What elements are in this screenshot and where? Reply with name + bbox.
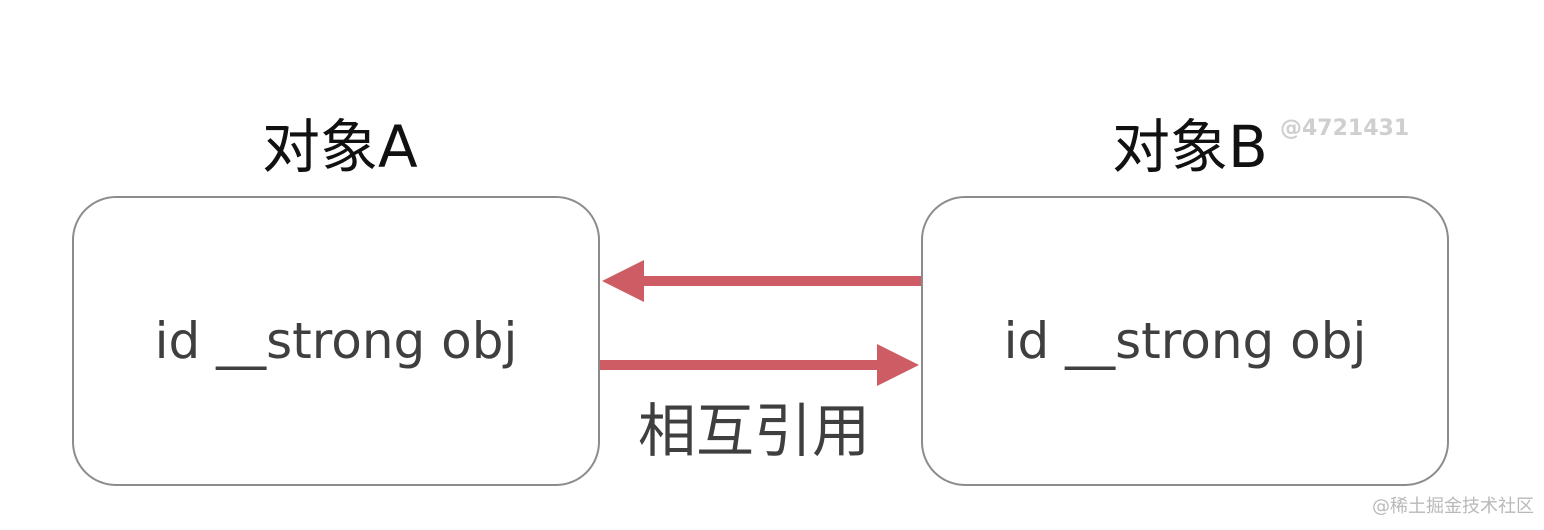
object-a-field: id __strong obj — [154, 312, 518, 370]
watermark-top: @4721431 — [1280, 116, 1410, 141]
arrow-a-to-b — [600, 344, 919, 386]
object-b-title: 对象B — [1112, 113, 1268, 181]
mutual-reference-label: 相互引用 — [638, 397, 871, 465]
object-b-box: id __strong obj — [921, 196, 1449, 486]
watermark-bottom: @稀土掘金技术社区 — [1372, 496, 1534, 517]
object-a-title: 对象A — [262, 113, 418, 181]
object-a-box: id __strong obj — [72, 196, 600, 486]
arrow-b-to-a — [602, 260, 921, 302]
object-b-field: id __strong obj — [1003, 312, 1367, 370]
